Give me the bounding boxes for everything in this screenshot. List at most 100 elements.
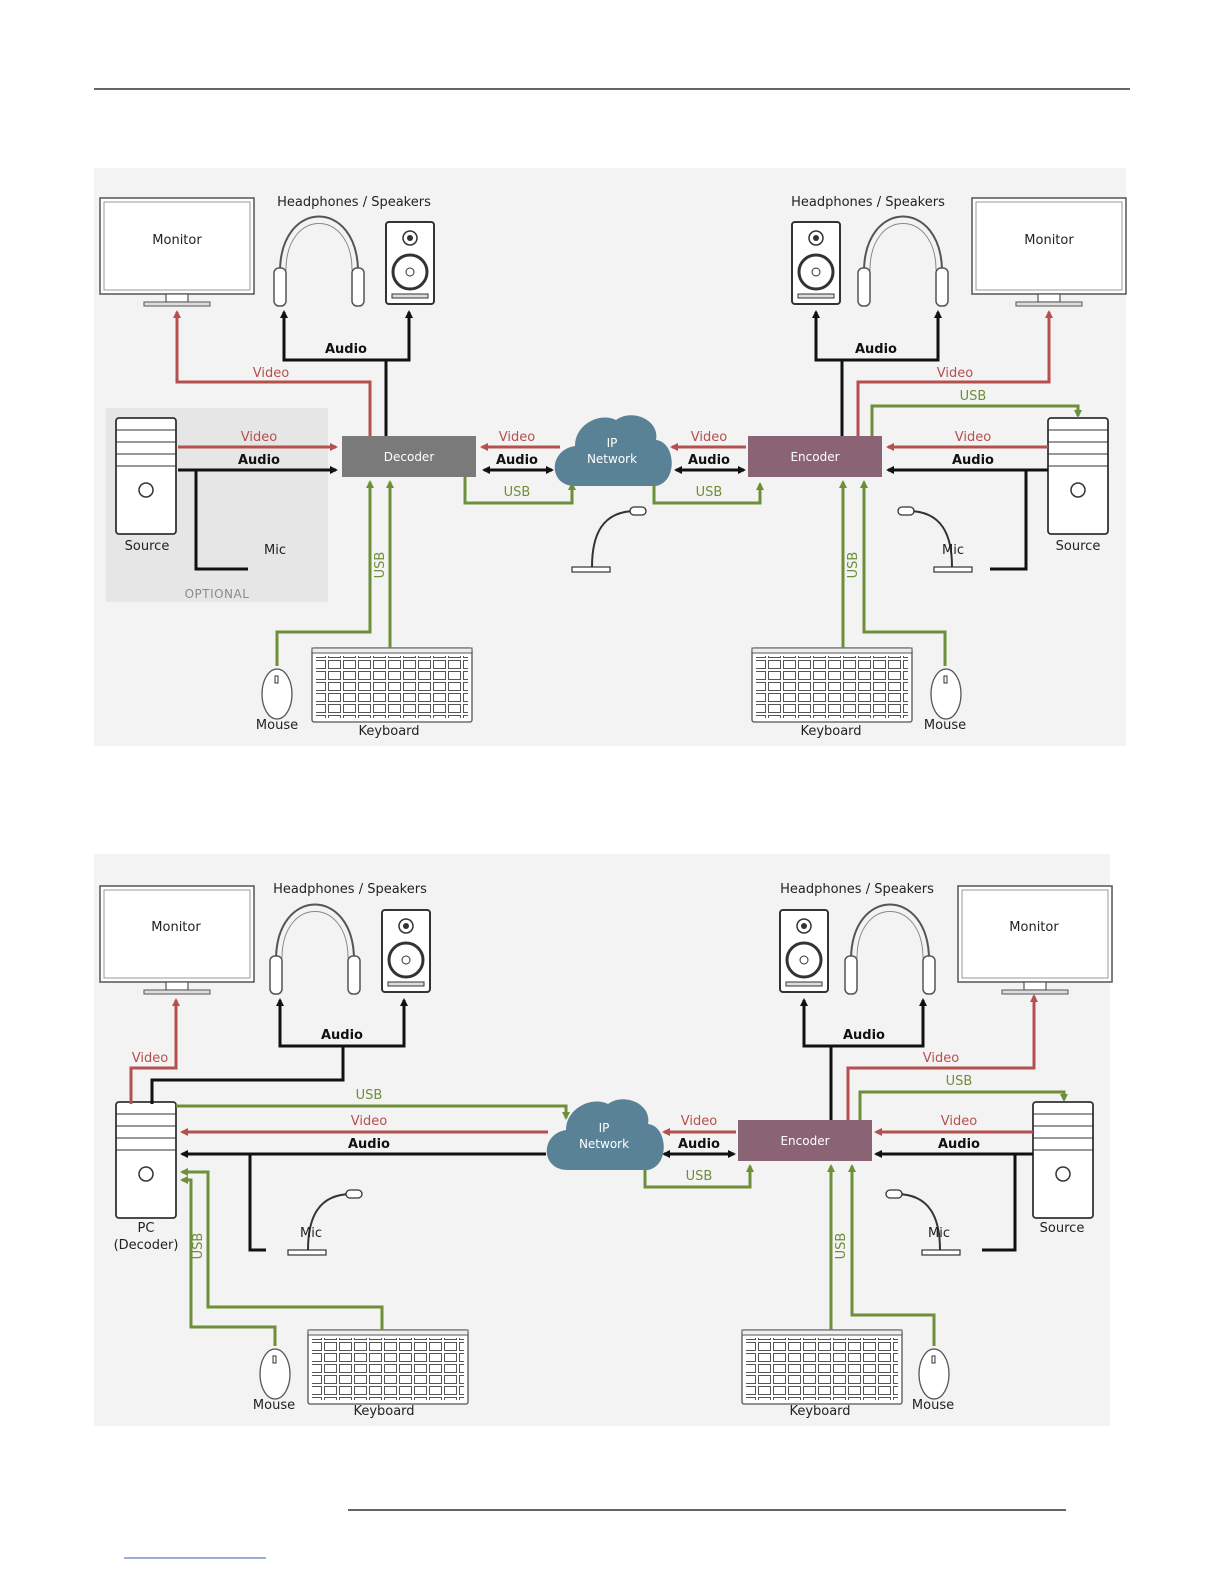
label-audio-pc-cloud: Audio: [348, 1137, 390, 1152]
pc-decoder-icon: [115, 1101, 177, 1219]
source-right-label: Source: [1040, 1221, 1085, 1236]
audio-wires: [150, 998, 1033, 1252]
label-video-monitor-right: Video: [937, 366, 973, 381]
speaker-left-icon: [380, 908, 432, 994]
label-usb-vertical-left: USB: [373, 552, 388, 579]
cloud-line1: IP: [607, 436, 618, 450]
label-usb-vertical-left: USB: [191, 1233, 206, 1260]
encoder-label: Encoder: [790, 450, 839, 464]
usb-wires: [176, 1090, 1068, 1346]
label-audio-source-right: Audio: [938, 1137, 980, 1152]
headphones-right-label: Headphones / Speakers: [780, 882, 934, 897]
source-right-icon: [1047, 417, 1109, 535]
label-video-decoder-cloud: Video: [499, 430, 535, 445]
encoder-box: [738, 1120, 872, 1161]
encoder-box: [748, 436, 882, 477]
keyboard-left-label: Keyboard: [358, 724, 419, 739]
ip-network-cloud-icon: [546, 1099, 664, 1170]
headphones-right-label: Headphones / Speakers: [791, 195, 945, 210]
mouse-left-label: Mouse: [253, 1398, 295, 1413]
speaker-right-icon: [790, 220, 842, 306]
label-usb-top-left: USB: [356, 1088, 383, 1103]
label-video-cloud-encoder: Video: [691, 430, 727, 445]
encoder-label: Encoder: [780, 1134, 829, 1148]
label-video-monitor-left: Video: [253, 366, 289, 381]
headphones-left-label: Headphones / Speakers: [277, 195, 431, 210]
keyboard-left-icon: [311, 647, 473, 723]
mouse-right-icon: [930, 668, 962, 720]
mic-left-label: Mic: [300, 1226, 322, 1241]
video-wires: [129, 994, 1038, 1136]
monitor-left-label: Monitor: [151, 920, 201, 935]
label-video-source-left: Video: [241, 430, 277, 445]
mouse-right-icon: [918, 1348, 950, 1400]
optional-label: OPTIONAL: [185, 587, 250, 601]
keyboard-right-label: Keyboard: [800, 724, 861, 739]
label-audio-left: Audio: [321, 1028, 363, 1043]
label-usb-vertical-right: USB: [846, 552, 861, 579]
mouse-right-label: Mouse: [912, 1398, 954, 1413]
label-audio-cloud-encoder: Audio: [678, 1137, 720, 1152]
monitor-left-icon: [99, 885, 255, 995]
mouse-left-icon: [261, 668, 293, 720]
usb-wires: [275, 404, 1082, 666]
label-video-monitor-left: Video: [132, 1051, 168, 1066]
pc-label-line2: (Decoder): [114, 1238, 179, 1253]
label-video-monitor-right: Video: [923, 1051, 959, 1066]
label-usb-top-right: USB: [946, 1074, 973, 1089]
label-audio-source-left: Audio: [238, 453, 280, 468]
label-usb-cloud-encoder: USB: [686, 1169, 713, 1184]
cloud-line2: Network: [587, 452, 637, 466]
speaker-right-icon: [778, 908, 830, 994]
source-left-icon: [115, 417, 177, 535]
decoder-label: Decoder: [384, 450, 435, 464]
label-usb-vertical-right: USB: [834, 1233, 849, 1260]
keyboard-right-label: Keyboard: [789, 1404, 850, 1419]
label-usb-top-right: USB: [960, 389, 987, 404]
label-audio-right: Audio: [855, 342, 897, 357]
keyboard-right-icon: [741, 1329, 903, 1405]
cloud-line1: IP: [599, 1121, 610, 1135]
monitor-right-icon: [957, 885, 1113, 995]
monitor-left-icon: [99, 197, 255, 307]
label-usb-decoder-cloud: USB: [504, 485, 531, 500]
label-video-source-right: Video: [955, 430, 991, 445]
mouse-right-label: Mouse: [924, 718, 966, 733]
keyboard-right-icon: [751, 647, 913, 723]
label-audio-left: Audio: [325, 342, 367, 357]
headphones-left-label: Headphones / Speakers: [273, 882, 427, 897]
cloud-line2: Network: [579, 1137, 629, 1151]
mic-right-label: Mic: [942, 543, 964, 558]
label-video-cloud-encoder: Video: [681, 1114, 717, 1129]
keyboard-left-icon: [307, 1329, 469, 1405]
video-wires: [173, 310, 1053, 451]
label-audio-cloud-encoder: Audio: [688, 453, 730, 468]
decoder-box: [342, 436, 476, 477]
label-audio-source-right: Audio: [952, 453, 994, 468]
mic-left-label: Mic: [264, 543, 286, 558]
monitor-right-label: Monitor: [1009, 920, 1059, 935]
monitor-right-label: Monitor: [1024, 233, 1074, 248]
monitor-right-icon: [971, 197, 1127, 307]
mic-right-label: Mic: [928, 1226, 950, 1241]
mouse-left-icon: [259, 1348, 291, 1400]
label-usb-cloud-encoder: USB: [696, 485, 723, 500]
label-audio-right: Audio: [843, 1028, 885, 1043]
source-left-label: Source: [125, 539, 170, 554]
label-video-pc-cloud: Video: [351, 1114, 387, 1129]
mouse-left-label: Mouse: [256, 718, 298, 733]
label-video-source-right: Video: [941, 1114, 977, 1129]
source-right-icon: [1032, 1101, 1094, 1219]
label-audio-decoder-cloud: Audio: [496, 453, 538, 468]
keyboard-left-label: Keyboard: [353, 1404, 414, 1419]
ip-network-cloud-icon: [554, 415, 672, 486]
source-right-label: Source: [1056, 539, 1101, 554]
monitor-left-label: Monitor: [152, 233, 202, 248]
speaker-left-icon: [384, 220, 436, 306]
pc-label-line1: PC: [138, 1221, 155, 1236]
audio-wires: [178, 310, 1048, 571]
diagram-decoder-encoder: OPTIONAL Monitor Monitor Headphones / Sp…: [94, 168, 1127, 746]
diagram-pc-decoder-encoder: Monitor Monitor Headphones / Speakers He…: [94, 854, 1113, 1426]
